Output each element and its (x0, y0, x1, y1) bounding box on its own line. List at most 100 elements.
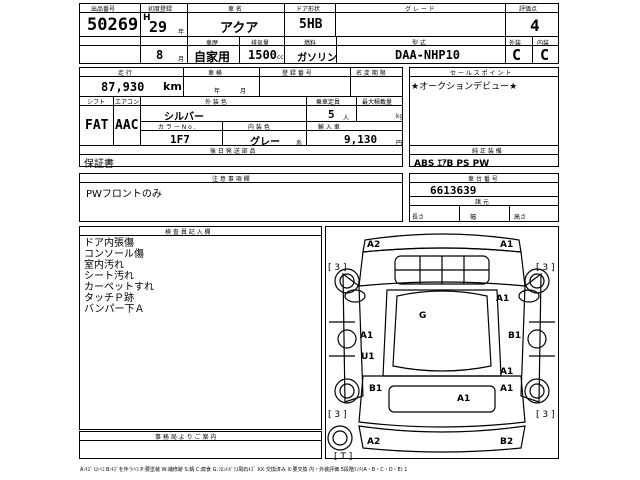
label-max-load: 最大積載量 (362, 99, 393, 106)
dims-length: 長さ (412, 214, 425, 221)
damage-label-u1: U1 (361, 352, 375, 362)
damage-label-a1-front: A1 (500, 240, 514, 250)
interior-color-note: 系 (296, 140, 303, 147)
label-sales-point: セ ー ル ス ポ イ ン ト (450, 70, 512, 77)
rear-body-shape (358, 375, 526, 428)
notes-block (79, 173, 403, 222)
label-dims: 諸 元 (475, 199, 489, 206)
displacement: 1500 (248, 48, 277, 62)
color-number: 1F7 (170, 133, 190, 146)
mileage-value: 87,930 (101, 80, 145, 94)
label-color-no: カ ラ ー N o . (158, 124, 196, 131)
exterior-color: シルバー (164, 112, 204, 123)
recycle-unit: 円 (396, 140, 403, 147)
damage-label-b1-left: B1 (369, 384, 383, 394)
inspector-line: ドア内張傷 (84, 238, 134, 249)
capacity-value: 5 (328, 108, 335, 121)
damage-label-a1-right-front: A1 (496, 294, 510, 304)
sales-point-block (409, 67, 559, 167)
fuel-type: ガソリン (297, 53, 337, 64)
label-rating: 評価点 (519, 6, 538, 13)
right-door-handle-shape (527, 329, 547, 349)
damage-diagram (325, 226, 559, 459)
label-shift: シフト (87, 99, 106, 106)
damage-label-a1-rear: A1 (457, 394, 471, 404)
chassis-number: 6613639 (430, 184, 477, 197)
dims-height: 高さ (514, 214, 527, 221)
office-block (79, 431, 322, 459)
door-type: 5HB (299, 17, 323, 32)
damage-label-3-bottom-right: [ 3 ] (536, 410, 555, 420)
rear-left-wheel-shape (334, 378, 360, 404)
usage-type: 自家用 (194, 50, 231, 64)
label-door-type: ドア形状 (296, 6, 321, 13)
damage-label-3-bottom-left: [ 3 ] (328, 410, 347, 420)
inspector-line: 室内汚れ (84, 260, 124, 271)
right-mirror-shape (518, 289, 540, 303)
damage-label-a1-right-rear: A1 (500, 367, 514, 377)
label-first-reg: 初度登録 (148, 6, 173, 13)
reg-month: 8 (156, 48, 164, 62)
header-block (79, 3, 559, 64)
notes-text: PWフロントのみ (86, 189, 162, 200)
label-car-name: 車 名 (228, 6, 242, 13)
left-door-handle-shape (337, 329, 357, 349)
label-exterior: 外装 (509, 40, 522, 47)
label-aircon: エアコン (115, 99, 140, 106)
sales-point-text: ★オークションデビュー★ (411, 82, 518, 92)
label-import: 輸 入 車 (318, 124, 340, 131)
displacement-unit: cc (277, 54, 284, 61)
lot-number: 50269 (87, 15, 139, 35)
label-owner: 名 変 期 限 (356, 70, 386, 77)
car-outline-diagram (327, 233, 555, 453)
capacity-unit: 人 (343, 115, 350, 122)
damage-label-a2-rear: A2 (367, 437, 381, 447)
inspector-line: タッチＰ跡 (84, 293, 134, 304)
rear-bumper-shape (358, 425, 526, 453)
label-rear-parts: 後 日 発 送 部 品 (210, 148, 256, 155)
month-unit: 月 (178, 56, 185, 63)
exterior-grade: C (512, 46, 522, 64)
spec-block (79, 67, 403, 167)
label-chassis: 車 台 番 号 (468, 176, 498, 183)
chassis-block (409, 173, 559, 222)
label-mileage: 走 行 (118, 70, 132, 77)
load-unit: kg (396, 113, 404, 120)
label-office: 事 務 局 よ り ご 案 内 (155, 434, 217, 441)
inspector-line: コンソール傷 (84, 249, 144, 260)
cabin-shape (382, 289, 502, 377)
label-interior: 内装 (537, 40, 550, 47)
label-reg-no: 登 録 番 号 (282, 70, 312, 77)
damage-label-b2-rear: B2 (500, 437, 514, 447)
damage-label-g: G (419, 311, 427, 321)
front-bumper-shape (362, 233, 522, 253)
aircon-type: AAC (115, 118, 139, 133)
interior-grade: C (540, 46, 550, 64)
label-fuel: 燃料 (304, 40, 317, 47)
mileage-unit: km (163, 80, 182, 93)
label-grade: グ レ ー ド (405, 6, 435, 13)
inspector-line: バンパー下Ａ (84, 304, 145, 315)
dims-width: 幅 (470, 214, 477, 221)
damage-label-a2-front: A2 (367, 240, 381, 250)
damage-label-a1-rear-right: A1 (500, 384, 514, 394)
shaken-month: 月 (240, 88, 247, 95)
inspector-line: カーペットすれ (84, 282, 154, 293)
car-name: アクア (220, 21, 259, 36)
label-usage: 車歴 (206, 40, 219, 47)
front-right-wheel-shape (524, 268, 550, 294)
era-letter: H (143, 13, 151, 23)
rating-score: 4 (530, 16, 540, 35)
inspector-block (79, 226, 322, 430)
label-inspector: 検 査 員 記 入 欄 (165, 229, 211, 236)
shift-type: FAT (85, 118, 109, 133)
model-code: DAA-NHP10 (395, 48, 461, 62)
damage-label-a1-left: A1 (360, 331, 374, 341)
recycle-fee: 9,130 (344, 133, 378, 146)
label-lot-no: 出品番号 (91, 6, 116, 13)
shaken-year: 年 (214, 88, 221, 95)
front-left-wheel-shape (334, 268, 360, 294)
legend-text: A:ｷｽﾞ U:ﾍｺ B:ｷｽﾞを伴うﾍｺ P:要塗装 W:補修跡 S:錆 C:… (80, 467, 408, 473)
left-mirror-shape (344, 289, 366, 303)
label-capacity: 乗車定員 (316, 99, 341, 106)
